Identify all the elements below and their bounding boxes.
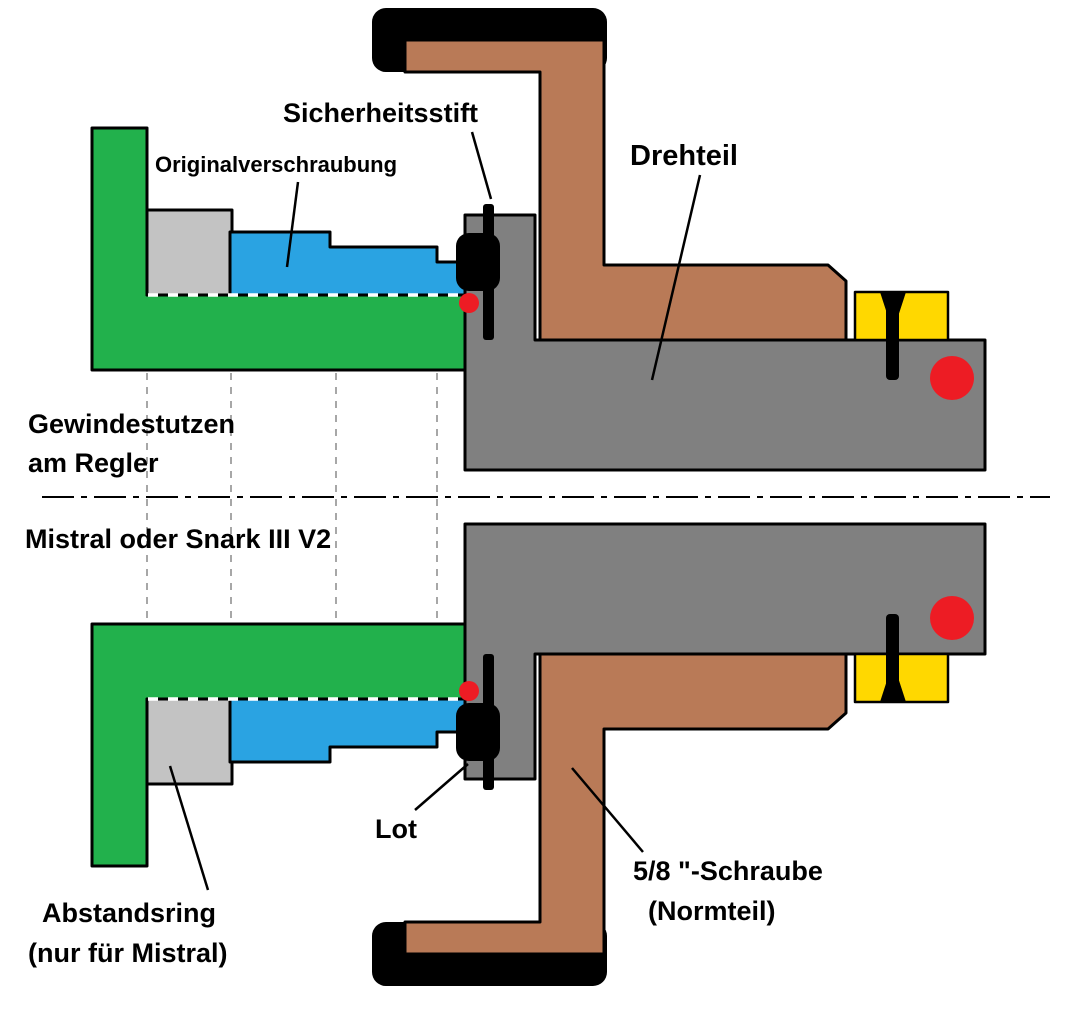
original-fitting-top	[228, 230, 467, 297]
label-abstandsring-line2: (nur für Mistral)	[28, 938, 228, 968]
spacer-ring-top	[145, 208, 234, 297]
original-fitting-bottom	[228, 697, 467, 764]
leader-abstandsring	[168, 765, 210, 891]
leader-lot	[414, 763, 469, 811]
label-gewindestutzen-line1: Gewindestutzen	[28, 409, 235, 439]
label-abstandsring-line1: Abstandsring	[42, 898, 216, 928]
nut-pin-bottom	[886, 614, 899, 698]
solder-point-bottom	[459, 681, 479, 701]
o-ring-top	[930, 356, 974, 400]
leader-originalverschraubung	[285, 181, 300, 268]
o-ring-bottom	[930, 596, 974, 640]
label-drehteil: Drehteil	[630, 140, 738, 172]
leader-sicherheitsstift	[470, 131, 493, 200]
nut-pin-top	[886, 296, 899, 380]
solder-blob-bottom	[456, 703, 500, 761]
solder-blob-top	[456, 233, 500, 291]
spacer-ring-bottom	[145, 697, 234, 786]
turned-part-upper	[463, 213, 987, 472]
leader-drehteil	[650, 174, 702, 381]
leader-schraube	[571, 767, 644, 853]
turned-part-lower	[463, 522, 987, 781]
label-gewindestutzen-line2: am Regler	[28, 448, 159, 478]
screw-body-top	[403, 38, 848, 342]
label-regler-model: Mistral oder Snark III V2	[25, 524, 331, 554]
label-lot: Lot	[375, 814, 417, 844]
label-schraube-line2: (Normteil)	[648, 896, 776, 926]
screw-body-bottom	[403, 652, 848, 956]
label-originalverschraubung: Originalverschraubung	[155, 152, 397, 177]
label-schraube-line1: 5/8 "-Schraube	[633, 856, 823, 886]
solder-point-top	[459, 293, 479, 313]
label-sicherheitsstift: Sicherheitsstift	[283, 98, 478, 128]
